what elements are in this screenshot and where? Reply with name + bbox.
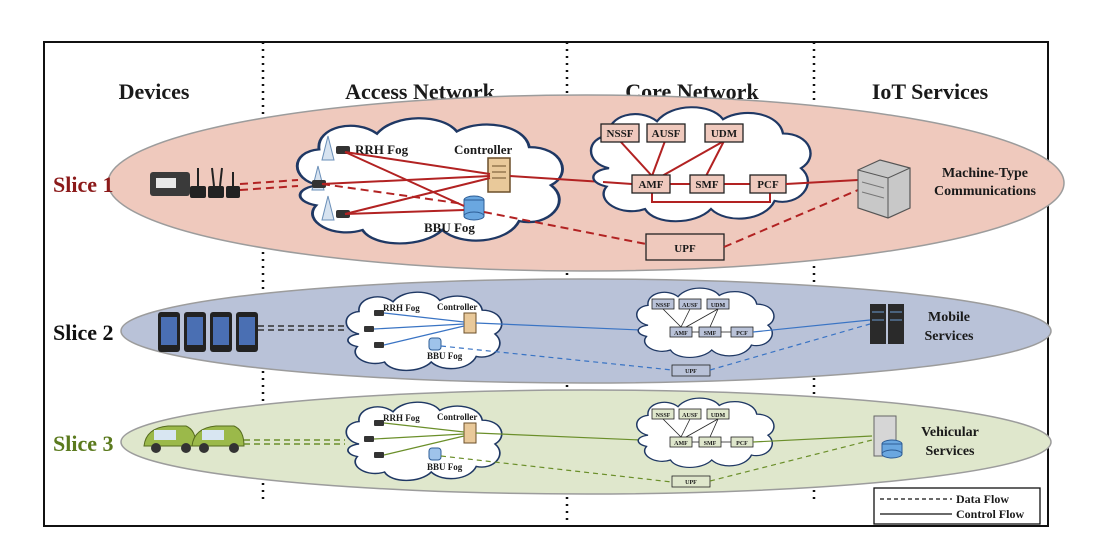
smf-label: SMF [695, 179, 719, 191]
slice-2-ellipse [120, 278, 1052, 384]
nssf-label: NSSF [607, 128, 634, 140]
amf-label: AMF [674, 331, 688, 337]
slice-1-core-links [602, 140, 771, 203]
amf-label: AMF [674, 441, 688, 447]
udm-label: UDM [711, 413, 726, 419]
column-devices: Devices [119, 79, 190, 104]
data-flow-line [239, 185, 299, 191]
upf-label: UPF [685, 480, 697, 486]
smf-label: SMF [704, 441, 717, 447]
controller-server-icon [487, 157, 511, 193]
control-flow-line [752, 435, 873, 443]
data-flow-line [709, 439, 873, 482]
controller-server-icon [463, 422, 477, 444]
slice-2-label: Slice 2 [53, 320, 114, 345]
slice-1-service-line2: Communications [934, 184, 1036, 199]
legend: Data Flow Control Flow [873, 487, 1041, 525]
bbu-database-icon [428, 337, 442, 351]
rrh-fog-label: RRH Fog [383, 413, 420, 423]
car-icon [191, 425, 245, 453]
upf-label: UPF [685, 369, 697, 375]
upf-box [671, 364, 711, 377]
rrh-tower-icon [311, 135, 350, 221]
legend-box [873, 487, 1041, 525]
column-iot-services: IoT Services [872, 79, 989, 104]
upf-box [645, 233, 725, 261]
control-flow-line [785, 179, 859, 185]
controller-label: Controller [454, 142, 512, 157]
legend-control-flow-label: Control Flow [956, 507, 1024, 521]
car-icon [143, 425, 197, 453]
nssf-label: NSSF [656, 413, 671, 419]
slice-1-access-links [321, 151, 491, 215]
legend-data-flow-label: Data Flow [956, 492, 1009, 506]
slice-1-label: Slice 1 [53, 172, 114, 197]
slice-1-access-data-links [321, 183, 647, 245]
pcf-label: PCF [757, 179, 779, 191]
nssf-box [600, 123, 640, 143]
upf-box [671, 475, 711, 488]
bbu-database-icon [428, 447, 442, 461]
udm-box [704, 123, 744, 143]
udm-label: UDM [711, 303, 726, 309]
slice-1-service-line1: Machine-Type [942, 166, 1028, 181]
slice-3-service-line1: Vehicular [921, 425, 979, 440]
rrh-fog-label: RRH Fog [355, 142, 409, 157]
controller-label: Controller [437, 302, 477, 312]
amf-label: AMF [638, 179, 663, 191]
udm-label: UDM [711, 128, 738, 140]
ausf-box [646, 123, 686, 143]
data-flow-line [709, 323, 871, 371]
ausf-label: AUSF [652, 128, 681, 140]
slice-2-service-line2: Services [925, 329, 975, 344]
slice-3-service-line2: Services [926, 444, 976, 459]
slice-2-service-line1: Mobile [928, 310, 970, 325]
controller-label: Controller [437, 412, 477, 422]
controller-server-icon [463, 312, 477, 334]
rrh-tower-icon [364, 310, 384, 348]
amf-box [631, 174, 671, 194]
bbu-fog-label: BBU Fog [427, 351, 463, 361]
data-flow-line [239, 179, 299, 185]
rrh-fog-label: RRH Fog [383, 303, 420, 313]
slice-3-access-links [373, 422, 641, 456]
data-flow-line [440, 455, 673, 483]
upf-label: UPF [674, 243, 696, 255]
server-rack-icon [870, 304, 904, 344]
ausf-label: AUSF [682, 413, 698, 419]
slice-2-core-nfs: NSSF AUSF UDM AMF SMF PCF [651, 298, 754, 338]
bbu-fog-label: BBU Fog [427, 462, 463, 472]
slice-2: Slice 2 RRH Fog Controller BBU Fog [53, 278, 1052, 384]
iot-sensor-devices-icon [150, 167, 240, 198]
slice-1-core-nfs: NSSF AUSF UDM AMF SMF PCF [600, 123, 787, 194]
pcf-label: PCF [736, 331, 748, 337]
slice-1-ellipse [107, 94, 1065, 272]
control-flow-line [509, 175, 604, 183]
rrh-tower-icon [364, 420, 384, 458]
smf-label: SMF [704, 331, 717, 337]
nssf-label: NSSF [656, 303, 671, 309]
slice-3-ellipse [120, 389, 1052, 495]
smf-box [689, 174, 725, 194]
slice-3-label: Slice 3 [53, 431, 114, 456]
smartphones-icon [158, 312, 258, 352]
machine-type-server-icon [857, 159, 911, 219]
pcf-label: PCF [736, 441, 748, 447]
slice-3: Slice 3 RRH Fog Controller BBU Fog [53, 389, 1052, 495]
bbu-fog-label: BBU Fog [424, 220, 475, 235]
slice-1: Slice 1 RRH Fog C [53, 94, 1065, 272]
slice-2-access-links [373, 312, 641, 346]
control-flow-line [752, 319, 871, 333]
bbu-database-icon [463, 195, 485, 221]
vehicular-server-icon [873, 415, 903, 459]
data-flow-line [440, 345, 673, 371]
outer-frame [43, 41, 1049, 527]
data-flow-line [723, 189, 859, 248]
ausf-label: AUSF [682, 303, 698, 309]
slice-3-core-nfs: NSSF AUSF UDM AMF SMF PCF [651, 408, 754, 448]
